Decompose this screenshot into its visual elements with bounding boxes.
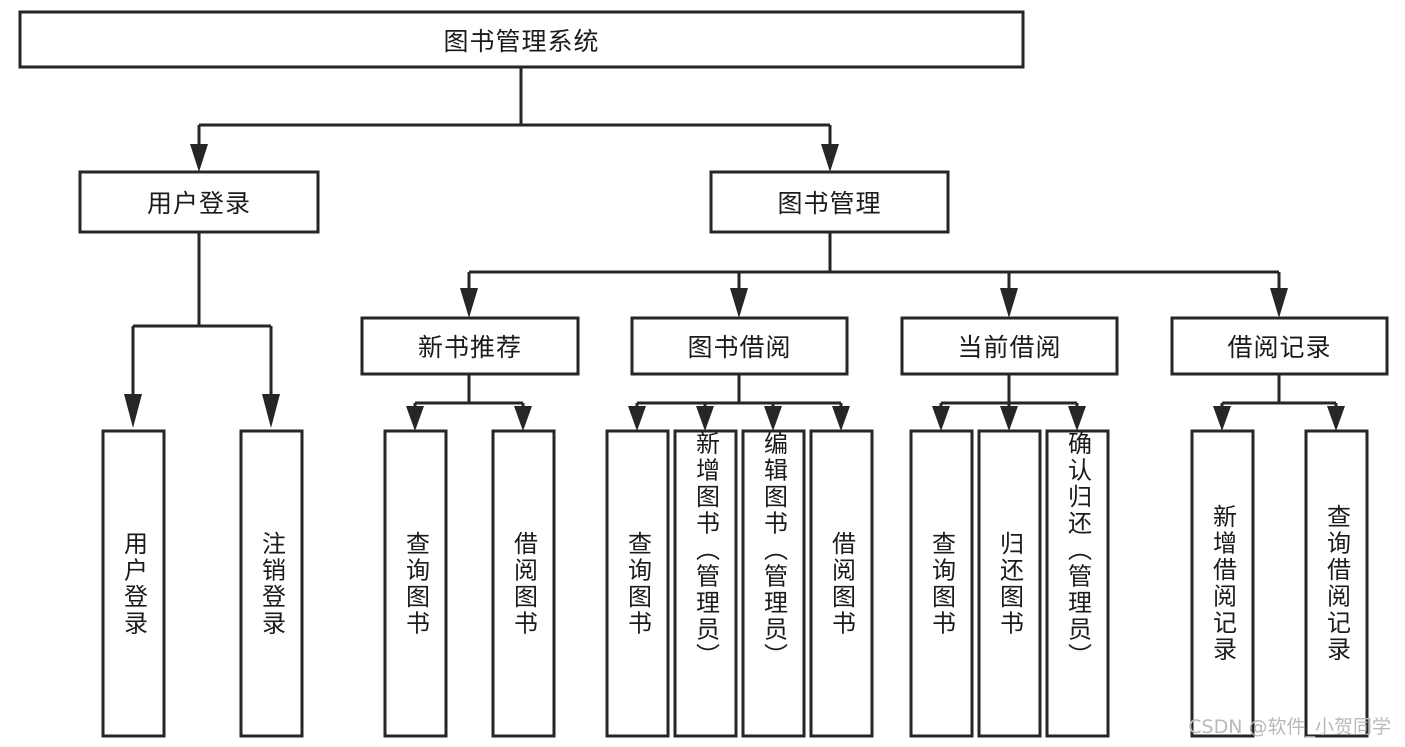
node-box-leaf-add-book[interactable]	[673, 429, 738, 738]
node-box-book-borrow[interactable]	[630, 316, 849, 376]
node-box-leaf-confirm-return[interactable]	[1045, 429, 1110, 738]
node-box-current-borrow[interactable]	[900, 316, 1119, 376]
node-box-book-management[interactable]	[709, 170, 950, 234]
node-box-leaf-query-record[interactable]	[1304, 429, 1369, 738]
connector-borrowrecord-to-leaves	[1213, 374, 1345, 431]
node-box-leaf-edit-book[interactable]	[741, 429, 806, 738]
node-box-new-book-recommend[interactable]	[360, 316, 580, 376]
node-box-root[interactable]	[18, 10, 1025, 69]
node-box-leaf-query-book-2[interactable]	[605, 429, 670, 738]
connector-bookborrow-to-leaves	[628, 374, 850, 431]
connector-currentborrow-to-leaves	[932, 374, 1086, 431]
node-box-leaf-borrow-book-1[interactable]	[491, 429, 556, 738]
node-box-user-login[interactable]	[78, 170, 320, 234]
node-box-borrow-record[interactable]	[1170, 316, 1389, 376]
connector-bookmgmt-to-level3	[460, 232, 1288, 318]
node-box-leaf-user-login[interactable]	[101, 429, 166, 738]
node-box-leaf-borrow-book-2[interactable]	[809, 429, 874, 738]
node-box-leaf-add-record[interactable]	[1190, 429, 1255, 738]
node-box-leaf-logout-login[interactable]	[239, 429, 304, 738]
connector-newbook-to-leaves	[406, 374, 532, 431]
node-box-leaf-query-book-3[interactable]	[909, 429, 974, 738]
connector-root-to-level2	[190, 67, 839, 172]
connector-userlogin-to-leaves	[124, 232, 280, 428]
node-box-leaf-query-book-1[interactable]	[383, 429, 448, 738]
node-box-leaf-return-book[interactable]	[977, 429, 1042, 738]
